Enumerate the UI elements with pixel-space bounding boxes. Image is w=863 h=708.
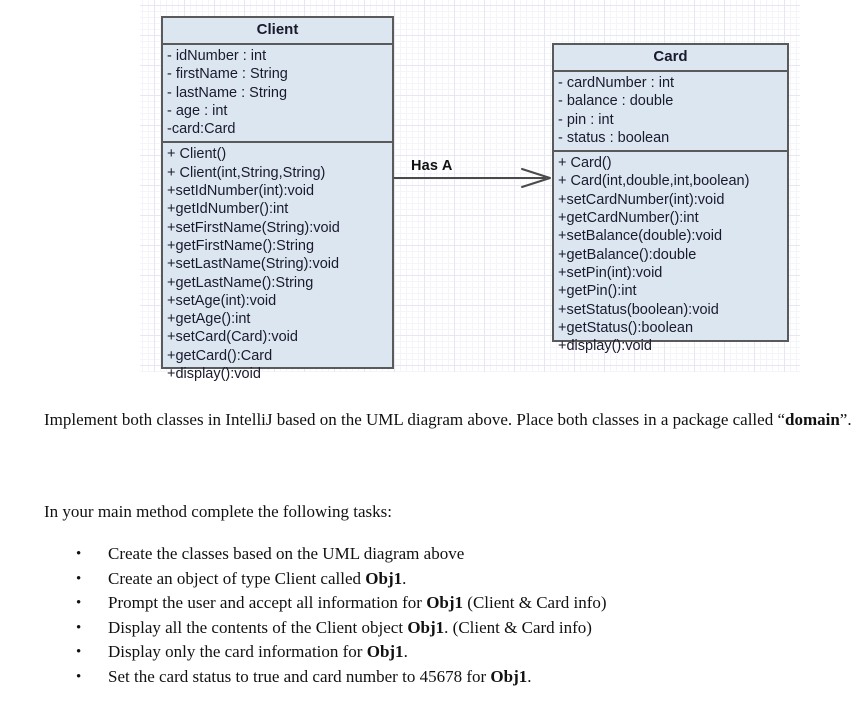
task-text-part1: Display only the card information for (108, 642, 367, 661)
grid-margin-right (800, 0, 863, 392)
uml-method-row: +setIdNumber(int):void (167, 183, 315, 200)
intro-package-name: domain (785, 410, 840, 429)
bullet-icon: • (76, 570, 82, 587)
uml-method-row: +setStatus(boolean):void (558, 301, 719, 318)
task-text-part1: Display all the contents of the Client o… (108, 617, 408, 637)
task-text-part2: (Client & Card info) (463, 593, 607, 612)
uml-method-row: + Client(int,String,String) (167, 164, 326, 181)
task-text-part2: . (402, 568, 407, 588)
task-text-bold: Obj1 (365, 568, 403, 588)
uml-diagram-canvas: Client - idNumber : int - firstName : St… (0, 0, 863, 392)
uml-attributes-card: - cardNumber : int - balance : double - … (554, 72, 787, 153)
bullet-icon: • (76, 619, 82, 636)
uml-method-row: + Card() (558, 155, 612, 172)
task-list: • Create the classes based on the UML dia… (0, 542, 863, 689)
uml-method-row: +getCardNumber():int (558, 210, 699, 227)
uml-method-row: +display():void (558, 338, 652, 355)
list-item: • Display all the contents of the Client … (0, 616, 863, 641)
list-item: • Set the card status to true and card nu… (0, 665, 863, 690)
task-text-part1: Create an object of type Client called (108, 568, 366, 588)
list-item: • Create the classes based on the UML dia… (0, 542, 863, 567)
association-label: Has A (411, 158, 453, 174)
grid-margin-bottom (0, 372, 863, 392)
uml-class-name-card: Card (554, 45, 787, 72)
uml-method-row: +display():void (167, 366, 261, 383)
uml-method-row: +setLastName(String):void (167, 256, 340, 273)
uml-attributes-client: - idNumber : int - firstName : String - … (163, 45, 392, 144)
task-text-part1: Create the classes based on the UML diag… (108, 544, 465, 563)
uml-method-row: +setCardNumber(int):void (558, 191, 725, 208)
uml-method-row: +setFirstName(String):void (167, 219, 340, 236)
uml-attribute-row: - cardNumber : int (558, 75, 675, 91)
uml-method-row: +setAge(int):void (167, 292, 277, 309)
uml-attribute-row: - lastName : String (167, 84, 288, 101)
uml-attribute-row: - status : boolean (558, 129, 670, 146)
uml-attribute-row: - firstName : String (167, 66, 288, 83)
uml-class-card: Card - cardNumber : int - balance : doub… (552, 43, 789, 354)
uml-method-row: +setBalance(double):void (558, 228, 723, 245)
uml-method-row: + Client() (167, 146, 227, 163)
uml-method-row: +getAge():int (167, 311, 251, 328)
uml-class-client: Client - idNumber : int - firstName : St… (161, 16, 394, 382)
grid-margin-left (0, 0, 140, 392)
uml-class-name-client: Client (163, 18, 392, 45)
uml-method-row: +setPin(int):void (558, 264, 663, 281)
bullet-icon: • (76, 644, 82, 660)
uml-attribute-row: - age : int (167, 102, 228, 119)
uml-attribute-row: - pin : int (558, 111, 614, 128)
bullet-icon: • (76, 546, 82, 562)
bullet-icon: • (76, 668, 82, 685)
task-text-bold: Obj1 (490, 666, 528, 686)
uml-method-row: +getPin():int (558, 283, 637, 300)
task-text-bold: Obj1 (426, 593, 464, 612)
uml-method-row: +getIdNumber():int (167, 201, 289, 218)
task-text-part2: . (527, 666, 532, 686)
task-text-part2: . (Client & Card info) (444, 617, 592, 637)
task-text-bold: Obj1 (366, 642, 404, 661)
uml-method-row: +setCard(Card):void (167, 329, 298, 346)
task-text-bold: Obj1 (407, 617, 445, 637)
association-line (394, 177, 546, 179)
list-item: • Display only the card information for O… (0, 640, 863, 665)
task-text-part2: . (403, 642, 408, 661)
association-arrow-icon (521, 168, 551, 188)
uml-method-row: +getLastName():String (167, 274, 314, 291)
task-text-part1: Prompt the user and accept all informati… (108, 593, 427, 612)
uml-attribute-row: - idNumber : int (167, 48, 267, 64)
uml-methods-client: + Client() + Client(int,String,String) +… (163, 143, 392, 386)
tasks-heading: In your main method complete the followi… (44, 502, 392, 521)
bullet-icon: • (76, 595, 82, 611)
intro-paragraph: Implement both classes in IntelliJ based… (44, 408, 856, 431)
uml-method-row: +getFirstName():String (167, 237, 315, 254)
list-item: •Create an object of type Client called … (0, 567, 863, 592)
list-item: • Prompt the user and accept all informat… (0, 591, 863, 616)
uml-method-row: +getCard():Card (167, 347, 273, 364)
intro-text-part2: ”. (839, 410, 852, 429)
uml-methods-card: + Card() + Card(int,double,int,boolean) … (554, 152, 787, 358)
uml-method-row: +getStatus():boolean (558, 319, 694, 336)
uml-attribute-row: - balance : double (558, 93, 674, 110)
uml-attribute-row: -card:Card (167, 121, 236, 138)
uml-method-row: +getBalance():double (558, 246, 697, 263)
intro-text-part1: Implement both classes in IntelliJ based… (44, 410, 785, 429)
task-text-part1: Set the card status to true and card num… (108, 666, 491, 686)
uml-method-row: + Card(int,double,int,boolean) (558, 173, 750, 190)
